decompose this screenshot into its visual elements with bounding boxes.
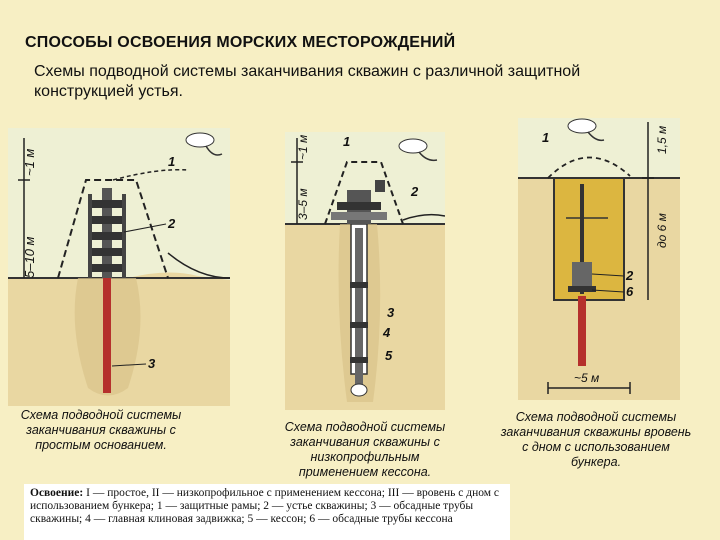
dim-side: 3–5 м [296,188,310,220]
dim-top: ~1 м [296,135,310,160]
page-title: СПОСОБЫ ОСВОЕНИЯ МОРСКИХ МЕСТОРОЖДЕНИЙ [25,34,456,51]
diagram-flush-bunker-svg: 1,5 м до 6 м ~5 м 1 2 6 [518,118,680,400]
legend-box: Освоение: I — простое, II — низкопрофиль… [24,484,510,540]
label-6: 6 [626,284,634,299]
caption-simple-base: Схема подводной системы заканчивания скв… [20,408,182,452]
label-2: 2 [410,184,419,199]
diagram-low-profile-caisson-svg: ~1 м 3–5 м 1 2 3 4 5 [285,132,445,410]
dim-bottom: ~5 м [574,371,599,385]
dim-side: 5–10 м [22,236,37,278]
dim-top: 1,5 м [655,126,669,154]
dim-side: до 6 м [655,213,669,248]
dim-top: ~1 м [22,149,37,176]
legend-heading: Освоение: [30,487,84,499]
diagram-low-profile-caisson: ~1 м 3–5 м 1 2 3 4 5 [285,132,445,410]
diagram-flush-bunker: 1,5 м до 6 м ~5 м 1 2 6 [518,118,680,400]
label-3: 3 [387,305,395,320]
caption-flush-bunker: Схема подводной системы заканчивания скв… [500,410,692,469]
label-1: 1 [343,134,350,149]
legend-text: I — простое, II — низкопрофильное с прим… [30,487,500,525]
label-1: 1 [168,154,175,169]
label-5: 5 [385,348,393,363]
label-2: 2 [625,268,634,283]
label-3: 3 [148,356,156,371]
page-subtitle: Схемы подводной системы заканчивания скв… [34,63,581,100]
diagram-simple-base: ~1 м 5–10 м 1 2 3 [8,128,230,406]
diagram-simple-base-svg: ~1 м 5–10 м 1 2 3 [8,128,230,406]
label-1: 1 [542,130,549,145]
label-4: 4 [382,325,391,340]
caption-low-profile-caisson: Схема подводной системы заканчивания скв… [284,420,446,479]
label-2: 2 [167,216,176,231]
